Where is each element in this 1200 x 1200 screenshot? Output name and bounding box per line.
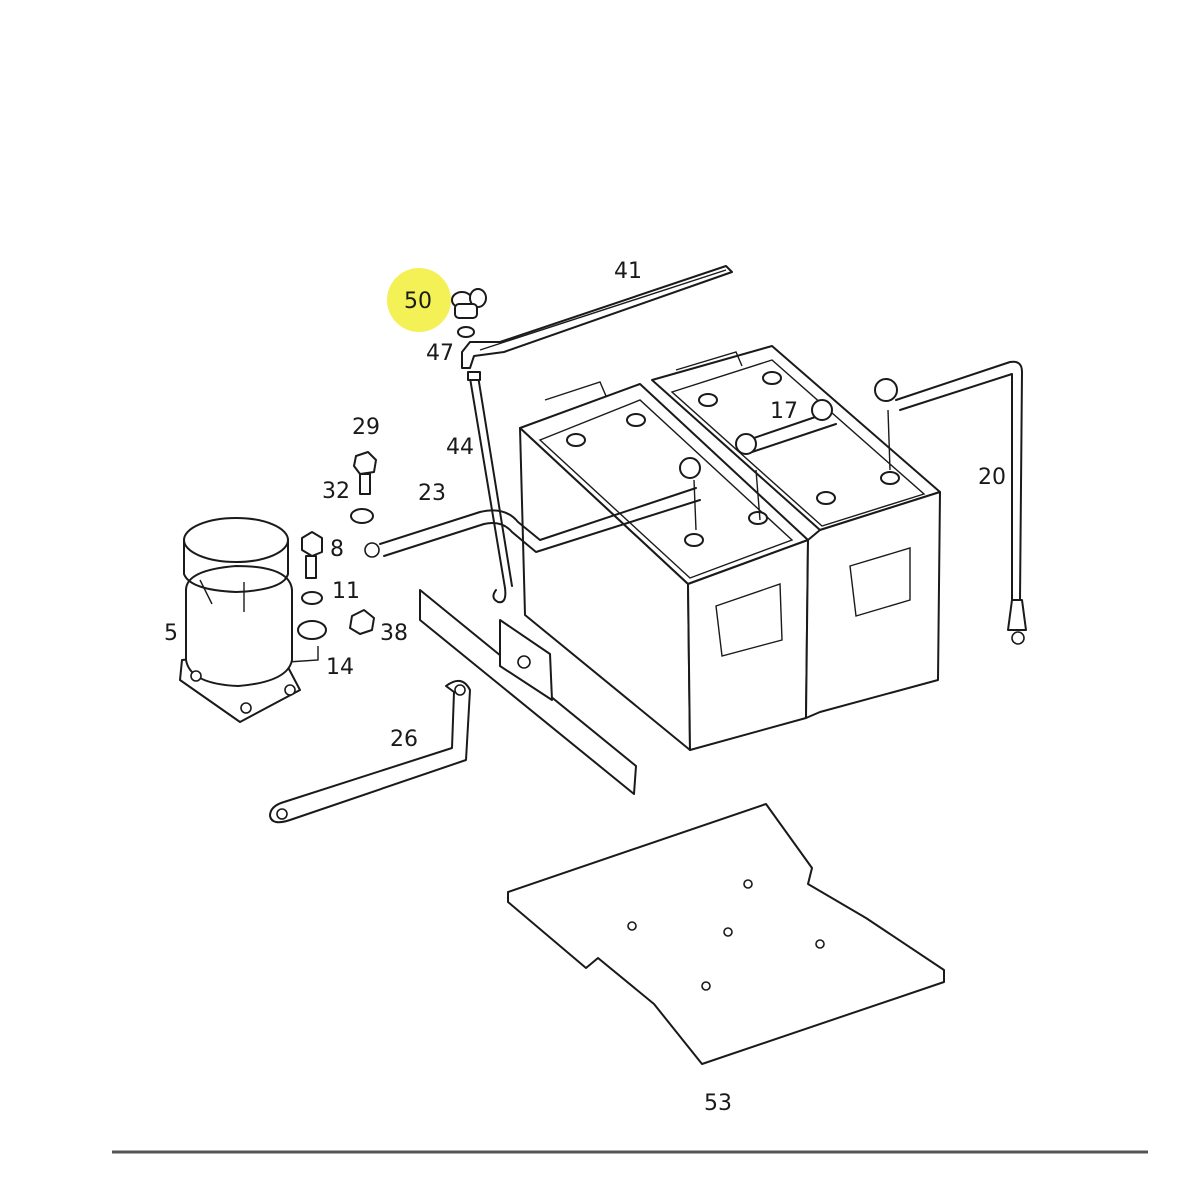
callout-41[interactable]: 41 <box>614 259 642 284</box>
part-38-nut[interactable] <box>349 609 375 635</box>
battery-left <box>519 381 809 751</box>
callout-32[interactable]: 32 <box>322 479 350 504</box>
part-23-cable[interactable] <box>364 457 701 558</box>
callout-38[interactable]: 38 <box>380 621 408 646</box>
callout-53[interactable]: 53 <box>704 1091 732 1116</box>
callout-11[interactable]: 11 <box>332 579 360 604</box>
callout-20[interactable]: 20 <box>978 465 1006 490</box>
part-5-switch-unit[interactable] <box>179 517 301 723</box>
callout-23[interactable]: 23 <box>418 481 446 506</box>
part-20-cable[interactable] <box>874 360 1027 645</box>
callout-8[interactable]: 8 <box>330 537 344 562</box>
callout-50[interactable]: 50 <box>404 289 432 314</box>
part-11-lock-washer[interactable] <box>301 591 323 605</box>
part-29-bolt[interactable] <box>353 451 377 495</box>
callout-17[interactable]: 17 <box>770 399 798 424</box>
mounting-bracket <box>419 589 637 795</box>
part-17-connector-cable[interactable] <box>735 399 837 521</box>
callout-14[interactable]: 14 <box>326 655 354 680</box>
part-32-washer[interactable] <box>350 508 374 524</box>
part-8-bolt[interactable] <box>301 531 323 579</box>
callout-47[interactable]: 47 <box>426 341 454 366</box>
callout-44[interactable]: 44 <box>446 435 474 460</box>
callout-26[interactable]: 26 <box>390 727 418 752</box>
part-44-tie-rod[interactable] <box>467 371 513 604</box>
highlight-marker-50 <box>387 268 451 332</box>
callout-29[interactable]: 29 <box>352 415 380 440</box>
part-53-base-plate[interactable] <box>507 803 945 1065</box>
part-14-washer[interactable] <box>297 620 327 640</box>
part-14-leader <box>287 646 319 663</box>
part-26-ground-strap[interactable] <box>269 679 471 824</box>
part-47-washer[interactable] <box>457 326 475 338</box>
callout-5[interactable]: 5 <box>164 621 178 646</box>
part-50-wing-nut[interactable] <box>451 288 487 319</box>
part-41-hold-down-bar[interactable] <box>461 265 733 369</box>
